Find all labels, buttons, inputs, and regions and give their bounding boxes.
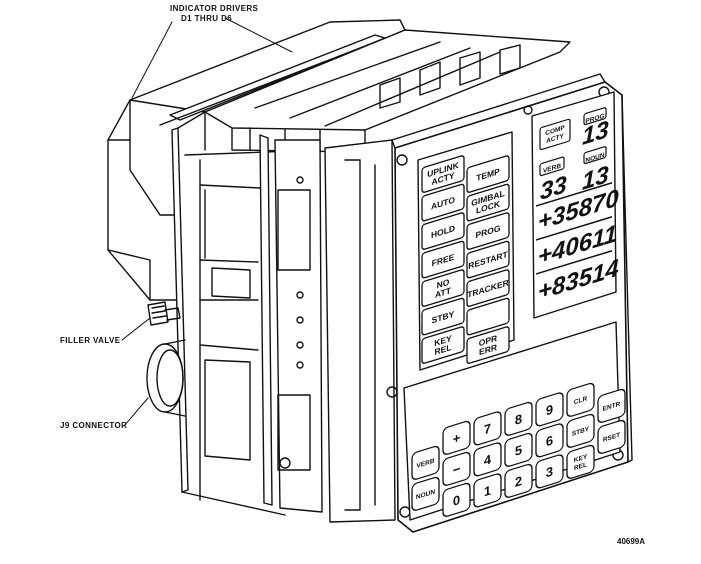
el-display-panel [531,91,617,319]
rset-key[interactable]: RSET [597,419,626,454]
six-key[interactable]: 6 [535,423,564,458]
indicator-lamp: TRACKER [466,269,510,307]
filler-valve [147,301,181,326]
indicator-drivers-leader-2 [224,17,293,53]
indicator-lamp: OPRERR [466,326,510,364]
indicator-range-label: D1 THRU D6 [181,14,233,23]
eight-key-label: 8 [515,411,522,428]
five-key-label: 5 [515,442,523,459]
indicator-lamp: FREE [421,240,465,279]
key-rel-key[interactable]: KEYREL [566,444,595,479]
stby-key[interactable]: STBY [566,413,595,448]
two-key[interactable]: 2 [504,463,533,498]
indicator-lamp: HOLD [421,212,465,250]
indicator-lamp: NOATT [421,269,465,307]
verb-key[interactable]: VERB [411,445,440,480]
minus-key-label: − [453,461,461,478]
entr-key[interactable]: ENTR [597,388,626,423]
three-key[interactable]: 3 [535,454,564,489]
four-key-label: 4 [484,451,492,468]
indicator-lamp [466,297,510,336]
filler-valve-label: FILLER VALVE [60,336,121,345]
figure-number: 40699A [617,537,645,546]
indicator-lamp: RESTART [466,240,510,279]
indicator-lamp: PROG [466,212,510,250]
four-key[interactable]: 4 [473,442,502,477]
noun-label: NOUN [583,146,607,165]
indicator-drivers-leader [131,21,173,99]
zero-key[interactable]: 0 [442,482,471,517]
one-key[interactable]: 1 [473,473,502,508]
two-key-label: 2 [515,473,522,490]
five-key[interactable]: 5 [504,432,533,467]
eight-key[interactable]: 8 [504,401,533,436]
indicator-drivers-label: INDICATOR DRIVERS [170,4,259,13]
module-tray [204,29,571,153]
indicator-lamp: AUTO [421,183,465,222]
plus-key[interactable]: + [442,420,471,455]
seven-key[interactable]: 7 [473,411,502,446]
indicator-lamp: GIMBALLOCK [466,183,510,222]
one-key-label: 1 [484,482,492,499]
indicator-lamp-label: KEYREL [434,333,452,357]
plus-key-label: + [453,430,461,447]
zero-key-label: 0 [453,492,460,509]
nine-key[interactable]: 9 [535,392,564,427]
filler-valve-leader [121,317,151,341]
comp-acty-indicator: COMPACTY [539,118,571,151]
noun-key[interactable]: NOUN [411,476,440,511]
nine-key-label: 9 [546,402,553,419]
j9-connector [146,339,186,417]
six-key-label: 6 [546,433,553,450]
j9-connector-label: J9 CONNECTOR [60,421,128,430]
callout-leaders [121,17,293,427]
j9-connector-leader [123,397,149,427]
key-rel-key-label: KEYREL [574,453,588,472]
clr-key-label: CLR [574,395,588,406]
seven-key-label: 7 [484,421,491,438]
clr-key[interactable]: CLR [566,382,595,417]
indicator-lamp: KEYREL [421,326,465,364]
indicator-lamp: UPLINKACTY [421,155,465,193]
minus-key[interactable]: − [442,451,471,486]
side-frame [171,111,396,523]
indicator-lamp: STBY [421,297,465,336]
three-key-label: 3 [546,464,553,481]
indicator-lamp: TEMP [466,155,510,193]
